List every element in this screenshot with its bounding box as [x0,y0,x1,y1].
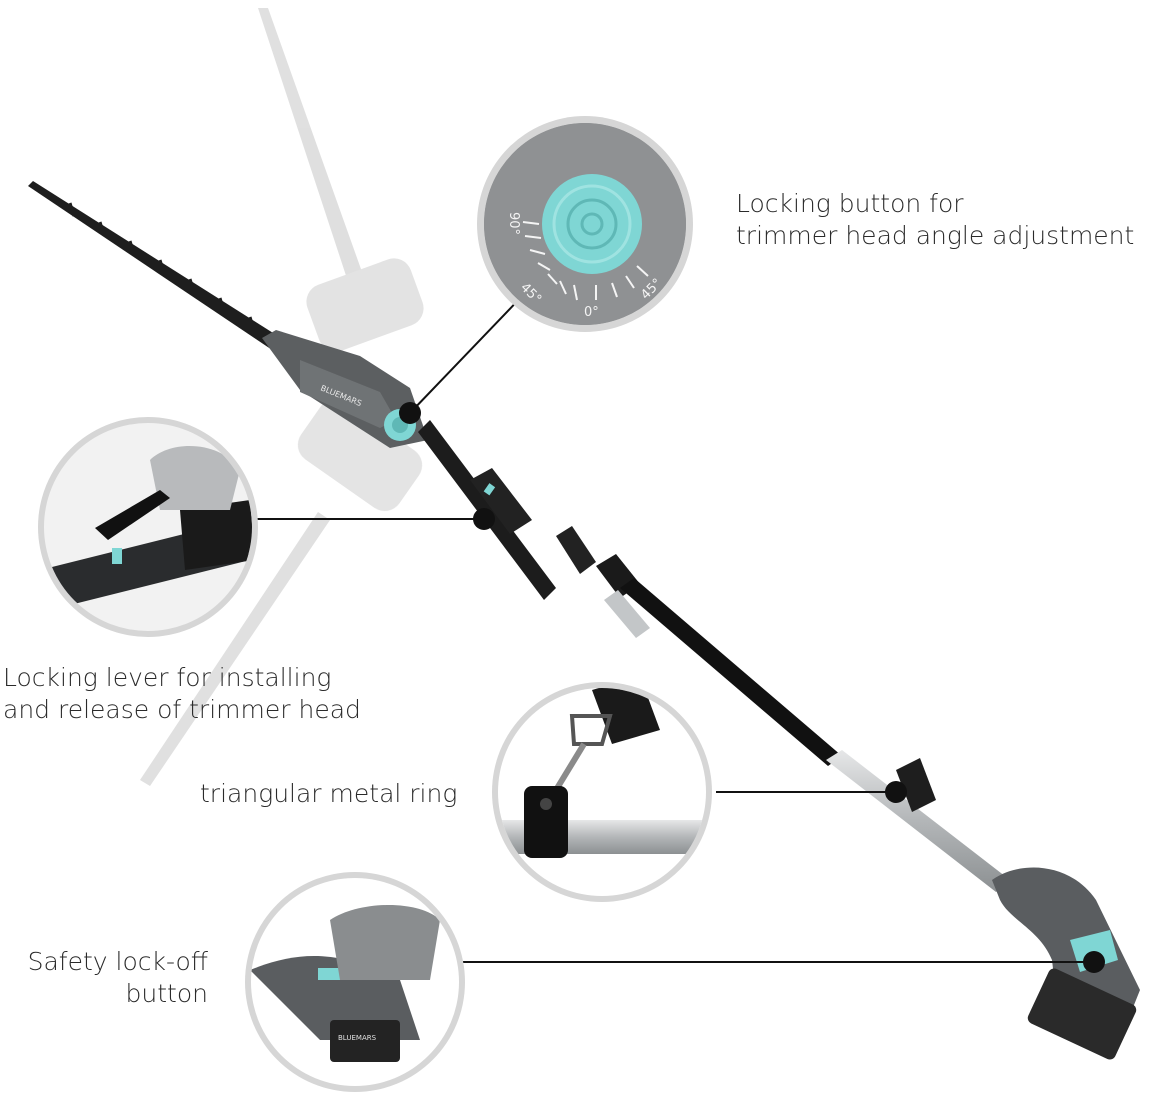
callout-safety-button: Safety lock-off button [18,946,208,1010]
lower-shaft [604,590,1010,892]
callout-safety-line2: button [125,979,208,1008]
pointer-safety [462,951,1105,973]
ghost-trimmer-upper [258,8,424,352]
callout-lever-line1: Locking lever for installing [3,663,332,692]
detail-circle-angle-dial: 90° 45° 0° 45° [477,116,693,332]
callout-metal-ring: triangular metal ring [200,778,457,810]
pointer-ring [716,781,907,803]
ghost-trimmer-lower [140,398,423,786]
brand-logo-battery: BLUEMARS [338,1034,377,1042]
pointer-lever [252,508,495,530]
callout-angle-line1: Locking button for [736,189,964,218]
rear-handle [992,867,1140,1060]
pointer-angle [399,289,529,424]
teal-locking-button [542,174,642,274]
dial-mark-90: 90° [506,212,521,235]
callout-lever-line2: and release of trimmer head [3,695,361,724]
trimmer-head-housing: BLUEMARS [262,330,428,448]
detail-circle-metal-ring [492,682,712,902]
detail-circle-locking-lever [38,417,258,637]
callout-safety-line1: Safety lock-off [27,947,208,976]
trimmer-blade [28,181,300,362]
callout-angle-line2: trimmer head angle adjustment [736,221,1135,250]
callout-locking-lever: Locking lever for installing and release… [3,662,361,726]
dial-mark-0: 0° [584,305,599,320]
detail-circle-safety-button: BLUEMARS [245,872,465,1092]
upper-shaft [418,420,842,766]
callout-angle-adjustment: Locking button for trimmer head angle ad… [736,188,1134,252]
dial-ticks [522,221,649,301]
callout-ring-line1: triangular metal ring [200,779,458,808]
